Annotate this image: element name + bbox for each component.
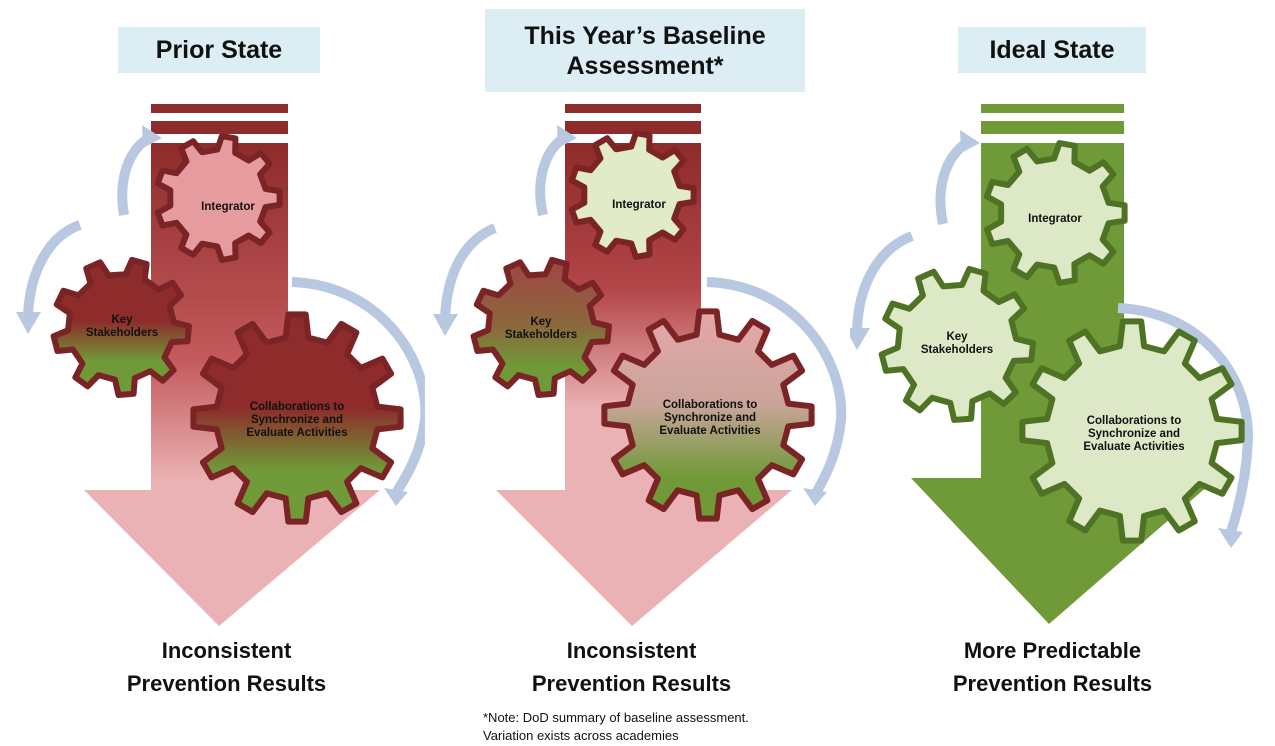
footnote-line: Variation exists across academies	[483, 728, 679, 743]
gear-label: Synchronize and	[251, 414, 343, 426]
gear-label: Stakeholders	[921, 344, 993, 356]
svg-text:Integrator: Integrator	[612, 199, 666, 211]
svg-text:Integrator: Integrator	[201, 201, 255, 213]
panel-title-text: Ideal State	[989, 36, 1115, 64]
gear-integrator: Integrator	[984, 140, 1128, 286]
result-line: Prevention Results	[531, 671, 732, 696]
gear-label: Evaluate Activities	[1083, 441, 1184, 453]
result-line: Prevention Results	[952, 671, 1153, 696]
cycle-arrows	[16, 125, 425, 506]
result-line: Inconsistent	[566, 638, 697, 663]
gear-label: Collaborations to	[1087, 415, 1182, 427]
panel-title: Ideal State	[958, 27, 1146, 73]
cycle-arrows	[850, 130, 1254, 548]
result-text: More Predictable Prevention Results	[840, 634, 1265, 700]
panel-title: Prior State	[118, 27, 320, 73]
gear-label: Collaborations to	[663, 399, 758, 411]
gear-label: Synchronize and	[664, 412, 756, 424]
panel-baseline-assessment: This Year’s Baseline Assessment* Integra…	[425, 0, 850, 746]
gear-integrator: Integrator	[568, 130, 697, 260]
footnote: *Note: DoD summary of baseline assessmen…	[483, 709, 749, 745]
gear-label: Integrator	[612, 199, 666, 211]
result-text: Inconsistent Prevention Results	[14, 634, 439, 700]
gear-integrator: Integrator	[154, 133, 283, 263]
result-line: Prevention Results	[126, 671, 327, 696]
gear-label: Stakeholders	[505, 329, 577, 341]
cycle-arrows	[433, 125, 847, 506]
gear-label: Evaluate Activities	[246, 427, 347, 439]
panel-title-line: This Year’s Baseline	[524, 21, 766, 50]
svg-text:Integrator: Integrator	[1028, 213, 1082, 225]
gear-label: Synchronize and	[1088, 428, 1180, 440]
result-line: More Predictable	[963, 638, 1142, 663]
result-text: Inconsistent Prevention Results	[419, 634, 844, 700]
result-line: Inconsistent	[161, 638, 292, 663]
gear-label: Collaborations to	[250, 401, 345, 413]
gear-label: Key	[946, 331, 968, 343]
gear-label: Integrator	[1028, 213, 1082, 225]
gear-label: Key	[111, 314, 133, 326]
gear-label: Stakeholders	[86, 327, 158, 339]
gear-label: Evaluate Activities	[659, 425, 760, 437]
gear-label: Integrator	[201, 201, 255, 213]
panel-title-line: Assessment*	[566, 51, 724, 80]
gear-label: Key	[530, 316, 552, 328]
footnote-line: *Note: DoD summary of baseline assessmen…	[483, 710, 749, 725]
panel-title-text: Prior State	[155, 36, 283, 64]
panel-title: This Year’s Baseline Assessment*	[485, 9, 805, 92]
